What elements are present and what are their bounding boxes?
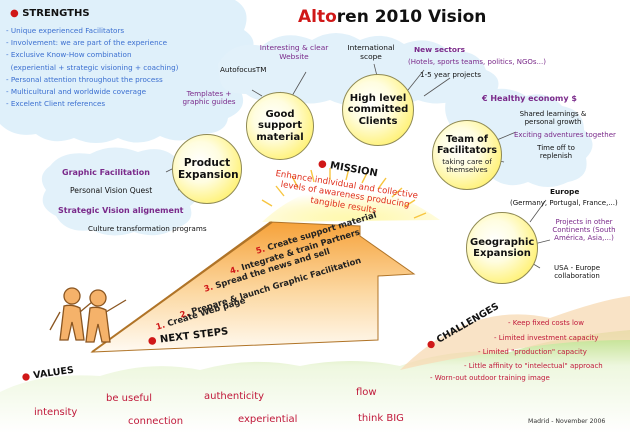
hub-product-expansion: Product Expansion (172, 134, 242, 204)
top-cloud (218, 33, 499, 105)
challenge-item: - Worn-out outdoor training image (430, 374, 550, 382)
note-projects: 1-5 year projects (420, 70, 482, 79)
house-roof-edge (91, 221, 273, 353)
sun-rays (261, 167, 427, 219)
value-connection: connection (128, 416, 184, 427)
strength-item: - Involvement: we are part of the experi… (6, 38, 168, 48)
note-usa: USA - Europe collaboration (553, 264, 601, 281)
hub-geo-label: Geographic Expansion (470, 236, 535, 260)
page-title: Altoren 2010 Vision (298, 7, 487, 28)
challenge-item: - Keep fixed costs low (508, 319, 584, 327)
title-highlight: Alto (298, 7, 337, 27)
hub-geographic-expansion: Geographic Expansion (466, 212, 538, 284)
strength-item: - Multicultural and worldwide coverage (6, 87, 147, 97)
strengths-heading: ● STRENGTHS (10, 8, 90, 20)
challenge-mountain (400, 296, 630, 370)
left-cloud (41, 147, 200, 236)
strength-item: - Unique experienced Facilitators (6, 26, 125, 35)
value-authenticity: authenticity (204, 391, 265, 402)
note-vision-quest: Personal Vision Quest (70, 186, 153, 195)
hub-product-label: Product Expansion (178, 156, 239, 181)
note-autofocus: AutofocusTM (220, 65, 267, 74)
title-rest: ren 2010 Vision (336, 7, 487, 27)
strength-item: (experiential + strategic visioning + co… (6, 62, 179, 72)
value-flow: flow (356, 387, 377, 398)
note-shared-learnings: Shared learnings & personal growth (519, 110, 587, 127)
challenge-item: - Limited investment capacity (494, 334, 599, 342)
note-website: Interesting & clear Website (259, 43, 329, 61)
hub-clients-label: High level committed Clients (347, 92, 409, 127)
note-europe: Europe (550, 187, 580, 196)
note-graphic-facilitation: Graphic Facilitation (62, 168, 150, 177)
strengths-cloud (0, 0, 254, 143)
note-culture: Culture transformation programs (88, 224, 207, 233)
note-templates: Templates + graphic guides (182, 89, 236, 107)
strength-item: - Exclusive Know-How combination (6, 50, 132, 60)
note-projects-other: Projects in other Continents (South Amér… (552, 218, 616, 243)
bullet-icon: ● (10, 8, 23, 19)
hub-support-material: Good support material (246, 92, 314, 160)
note-strategic-vision: Strategic Vision alignement (58, 206, 184, 215)
hub-team-facilitators: Team of Facilitators taking care of them… (432, 120, 502, 190)
footer-date: Madrid - November 2006 (528, 418, 606, 425)
note-europe-detail: (Germany, Portugal, France,...) (510, 199, 618, 207)
strength-item: - Excelent Client references (6, 99, 106, 109)
note-scope: International scope (347, 43, 395, 61)
strengths-list: - Unique experienced Facilitators - Invo… (6, 25, 178, 110)
house (90, 221, 416, 353)
note-sectors-title: New sectors (414, 45, 466, 54)
value-intensity: intensity (34, 407, 78, 418)
people-figures (49, 287, 127, 343)
challenge-item: - Limited "production" capacity (478, 348, 587, 356)
value-be-useful: be useful (106, 393, 153, 404)
value-think-big: think BIG (358, 413, 404, 424)
hub-committed-clients: High level committed Clients (342, 74, 414, 146)
strength-item: - Personal attention throughout the proc… (6, 74, 163, 84)
note-adventures: Exciting adventures together (514, 131, 616, 139)
hub-team-label: Team of Facilitators (436, 134, 498, 157)
hub-support-label: Good support material (256, 108, 304, 143)
sun-glow (262, 185, 440, 222)
note-healthy-economy: € Healthy economy $ (482, 94, 577, 103)
challenge-item: - Little affinity to "intelectual" appro… (464, 362, 603, 370)
strengths-heading-label: STRENGTHS (22, 8, 90, 19)
note-sectors-detail: (Hotels, sports teams, politics, NGOs...… (408, 58, 546, 66)
hub-team-sublabel: taking care of themselves (442, 157, 492, 175)
value-experiential: experiential (238, 414, 298, 425)
note-timeoff: Time off to replenish (537, 144, 575, 161)
